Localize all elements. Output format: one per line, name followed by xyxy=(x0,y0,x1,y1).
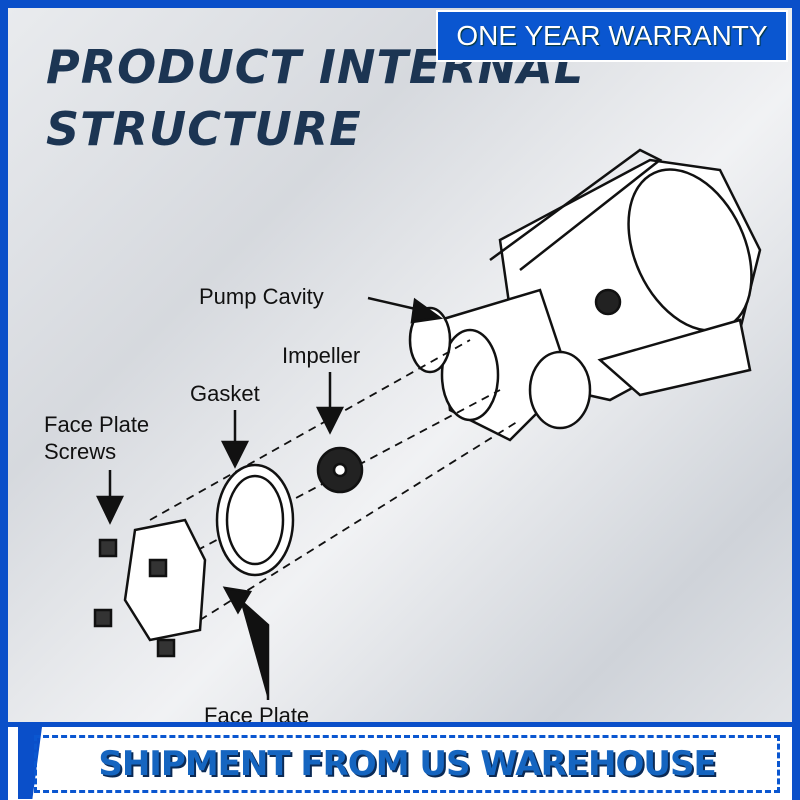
warranty-badge: ONE YEAR WARRANTY xyxy=(436,10,788,62)
label-gasket: Gasket xyxy=(190,381,260,406)
face-plate xyxy=(123,518,207,642)
label-pump-cavity: Pump Cavity xyxy=(199,284,324,309)
label-impeller: Impeller xyxy=(282,343,361,368)
dashed-lines xyxy=(149,339,521,621)
background xyxy=(8,8,792,792)
screws xyxy=(93,538,176,658)
label-face-plate-screws-1: Face Plate xyxy=(44,412,150,437)
label-face-plate-screws-2: Screws xyxy=(44,439,117,464)
title-line-2: STRUCTURE xyxy=(46,102,362,156)
gasket xyxy=(215,463,295,577)
motor-body xyxy=(489,148,762,402)
impeller xyxy=(316,446,364,494)
banner-text: SHIPMENT FROM US WAREHOUSE xyxy=(98,744,716,784)
shipping-banner: SHIPMENT FROM US WAREHOUSE xyxy=(8,722,792,800)
arrows xyxy=(96,296,444,700)
banner-dashed-box: SHIPMENT FROM US WAREHOUSE xyxy=(34,735,780,793)
